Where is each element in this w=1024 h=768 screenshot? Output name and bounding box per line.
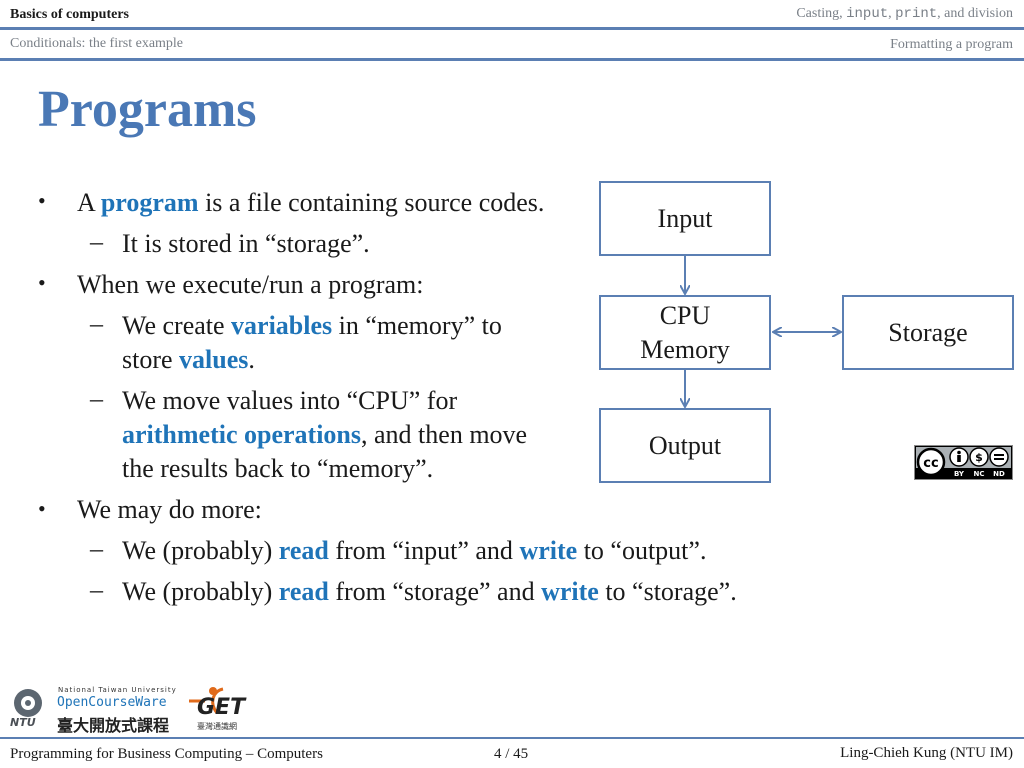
dash-marker: – (90, 227, 103, 256)
subbullet-variables-line1: We create variables in “memory” to (122, 310, 502, 342)
footer-rule (0, 737, 1024, 739)
subbullet-cpu-line2: arithmetic operations, and then move (122, 419, 527, 451)
bullet-text: . (248, 345, 255, 374)
keyword-write: write (541, 577, 599, 606)
keyword-write: write (519, 536, 578, 565)
subbullet-cpu-line1: We move values into “CPU” for (122, 386, 458, 415)
bullet-text: , and then move (361, 420, 528, 449)
bullet-text: from “input” and (328, 536, 520, 565)
dash-marker: – (90, 309, 103, 338)
diagram-box-cpu-memory: CPU Memory (599, 295, 771, 370)
ocw-chinese-name: 臺大開放式課程 (57, 716, 170, 735)
header-subsection-next[interactable]: Formatting a program (890, 37, 1013, 52)
header-section-next[interactable]: Casting, input, print, and division (796, 6, 1013, 22)
diagram-label-storage: Storage (888, 317, 968, 347)
diagram-box-storage: Storage (842, 295, 1014, 370)
dash-marker: – (90, 384, 103, 413)
bullet-text: We (probably) (122, 577, 279, 606)
ocw-university-name: National Taiwan University (58, 686, 177, 694)
get-subtitle: 臺灣通識網 (197, 722, 237, 731)
keyword-values: values (179, 345, 249, 374)
bullet-marker: • (38, 270, 46, 295)
ntu-emblem-icon (14, 689, 42, 717)
subbullet-read-storage: We (probably) read from “storage” and wr… (122, 576, 737, 608)
bullet-text: is a file containing source codes. (198, 188, 545, 217)
bullet-text: to “storage”. (598, 577, 737, 606)
header-section-next-sep: , (888, 6, 896, 21)
cc-license-badge[interactable]: $ cc BY NC ND (914, 445, 1013, 480)
header-code-print: print (895, 6, 938, 22)
bullet-text: A (77, 188, 101, 217)
keyword-arithmetic-operations: arithmetic operations (122, 420, 362, 449)
get-logo[interactable]: GET 臺灣通識網 (183, 683, 251, 733)
subbullet-cpu-line3: the results back to “memory”. (122, 454, 434, 483)
cc-by-label: BY (954, 470, 965, 478)
keyword-read: read (278, 536, 329, 565)
diagram-label-cpu: CPU (659, 300, 711, 330)
svg-text:$: $ (975, 451, 983, 464)
diagram-label-output: Output (648, 430, 722, 460)
bullet-text: in “memory” to (332, 311, 502, 340)
bullet-text: to “output”. (577, 536, 707, 565)
bullet-more: We may do more: (77, 495, 262, 524)
bullet-text: We (probably) (122, 536, 279, 565)
cc-label: cc (923, 456, 938, 471)
cc-nc-label: NC (974, 470, 985, 478)
keyword-read: read (278, 577, 329, 606)
diagram-label-memory: Memory (640, 334, 730, 364)
footer-page-number: 4 / 45 (494, 746, 529, 762)
bullet-text: store (122, 345, 180, 374)
ntu-mark: NTU (10, 716, 36, 729)
bullet-text: from “storage” and (328, 577, 542, 606)
subbullet-storage: It is stored in “storage”. (122, 229, 370, 258)
header-section-current[interactable]: Basics of computers (10, 7, 129, 22)
cc-by-nc-nd-icon: $ cc BY NC ND (915, 446, 1012, 479)
subbullet-read-input: We (probably) read from “input” and writ… (122, 535, 706, 567)
header-code-input: input (846, 6, 889, 22)
bullet-text: We create (122, 311, 232, 340)
footer-course: Programming for Business Computing – Com… (10, 746, 323, 762)
diagram-box-output: Output (599, 408, 771, 483)
bullet-program: A program is a file containing source co… (77, 187, 544, 219)
ntu-ocw-logo[interactable]: NTU National Taiwan University OpenCours… (8, 685, 178, 735)
keyword-program: program (100, 188, 199, 217)
header-subsection-prev[interactable]: Conditionals: the first example (10, 36, 184, 51)
get-logo-icon (189, 687, 224, 714)
page-title: Programs (38, 81, 257, 138)
diagram-label-input: Input (657, 203, 713, 233)
header-section-next-pre: Casting, (796, 6, 847, 21)
bullet-execute: When we execute/run a program: (77, 270, 424, 299)
dash-marker: – (90, 534, 103, 563)
subbullet-variables-line2: store values. (122, 344, 255, 376)
bullet-marker: • (38, 496, 46, 521)
dash-marker: – (90, 575, 103, 604)
header-section-next-post: , and division (937, 6, 1013, 21)
ocw-wordmark: OpenCourseWare (57, 695, 167, 710)
header-rule-bottom (0, 58, 1024, 61)
footer-author: Ling-Chieh Kung (NTU IM) (840, 745, 1013, 761)
diagram-box-input: Input (599, 181, 771, 256)
header-rule-top (0, 27, 1024, 30)
cc-nd-label: ND (993, 470, 1005, 478)
keyword-variables: variables (231, 311, 333, 340)
get-wordmark: GET (197, 695, 246, 720)
bullet-marker: • (38, 188, 46, 213)
